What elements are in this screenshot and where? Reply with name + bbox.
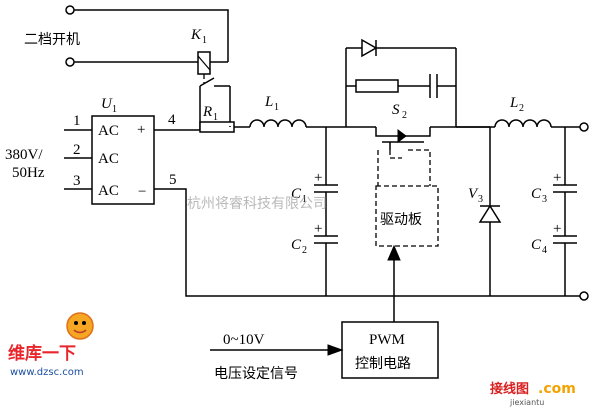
snubber-diode [361, 38, 378, 58]
c2-plus: + [314, 221, 322, 237]
rectifier-minus: − [138, 184, 146, 200]
logo-text: 维库一下 [8, 343, 76, 364]
c4-plus: + [553, 221, 561, 237]
watermark-logo-right: 接线图 .com jiexiantu [490, 381, 576, 407]
rectifier-ac-3: AC [98, 183, 119, 199]
rectifier-plus: + [137, 122, 145, 138]
pwm-label: PWM [369, 332, 405, 348]
pin-4: 4 [168, 112, 176, 128]
mosfet-s2 [370, 126, 490, 186]
switch-caption: 二档开机 [24, 32, 80, 48]
capacitor-c1-sub: 1 [302, 194, 307, 205]
inductor-l1 [249, 119, 307, 128]
mosfet-s2-sub: 2 [402, 110, 407, 121]
driver-board [375, 185, 439, 247]
watermark-logo-left: 维库一下 www.dzsc.com [8, 312, 94, 378]
freewheel-diode-v3 [478, 127, 502, 296]
pwm-control-label: 控制电路 [355, 356, 411, 372]
relay-k1-sub: 1 [202, 35, 207, 46]
rectifier-ac-1: AC [98, 123, 119, 139]
capacitor-c3-label: C [531, 186, 542, 202]
watermark-center: 杭州将睿科技有限公司 [187, 196, 327, 212]
inductor-l1-sub: 1 [274, 102, 279, 113]
negative-rail-left [154, 188, 326, 297]
switch-terminal-wiring [65, 5, 229, 67]
rectifier-u1-label: U [101, 96, 113, 112]
terminal-top [65, 5, 75, 15]
rectifier-u1-sub: 1 [112, 104, 117, 115]
logo-corner-text: 接线图 [490, 381, 529, 397]
diode-v3-label: V [468, 186, 479, 202]
diode-v3-sub: 3 [478, 194, 483, 205]
resistor-r1 [199, 121, 235, 133]
input-voltage: 380V/ [5, 147, 43, 163]
logo-corner-domain: jiexiantu [509, 398, 544, 407]
relay-k1-label: K [190, 27, 202, 43]
output-terminal-negative [579, 291, 589, 301]
c1-plus: + [314, 170, 322, 186]
capacitor-c1-label: C [291, 186, 302, 202]
output-terminal-positive [579, 122, 589, 132]
pwm-control-box [341, 321, 439, 379]
ac-input-leads [64, 129, 92, 190]
inductor-l1-label: L [264, 94, 273, 110]
rectifier-ac-2: AC [98, 151, 119, 167]
pin-2: 2 [73, 142, 81, 158]
inductor-l2-label: L [509, 95, 518, 111]
resistor-r1-label: R [202, 104, 212, 120]
snubber-resistor [355, 79, 399, 93]
snubber-network [345, 38, 457, 127]
capacitor-c4-label: C [531, 237, 542, 253]
c3-plus: + [553, 170, 561, 186]
capacitor-c4 [553, 192, 577, 296]
mosfet-s2-label: S [392, 102, 400, 118]
resistor-r1-sub: 1 [213, 112, 218, 123]
driver-board-label: 驱动板 [380, 212, 422, 228]
logo-url: www.dzsc.com [10, 367, 84, 378]
pin-3: 3 [73, 173, 81, 189]
rectifier-u1 [91, 115, 155, 205]
pin-5: 5 [169, 172, 177, 188]
capacitor-c2-sub: 2 [302, 245, 307, 256]
capacitor-c4-sub: 4 [542, 245, 547, 256]
relay-k1 [197, 51, 231, 126]
pin-1: 1 [73, 113, 81, 129]
control-caption: 电压设定信号 [214, 366, 298, 382]
control-range: 0~10V [223, 332, 265, 348]
capacitor-c2-label: C [291, 237, 302, 253]
inductor-l2-sub: 2 [519, 103, 524, 114]
capacitor-c3-sub: 3 [542, 194, 547, 205]
inductor-l2 [494, 119, 552, 128]
capacitor-c2 [314, 192, 338, 296]
logo-corner-com: .com [538, 381, 576, 397]
terminal-bottom [65, 57, 75, 67]
input-frequency: 50Hz [12, 165, 45, 181]
